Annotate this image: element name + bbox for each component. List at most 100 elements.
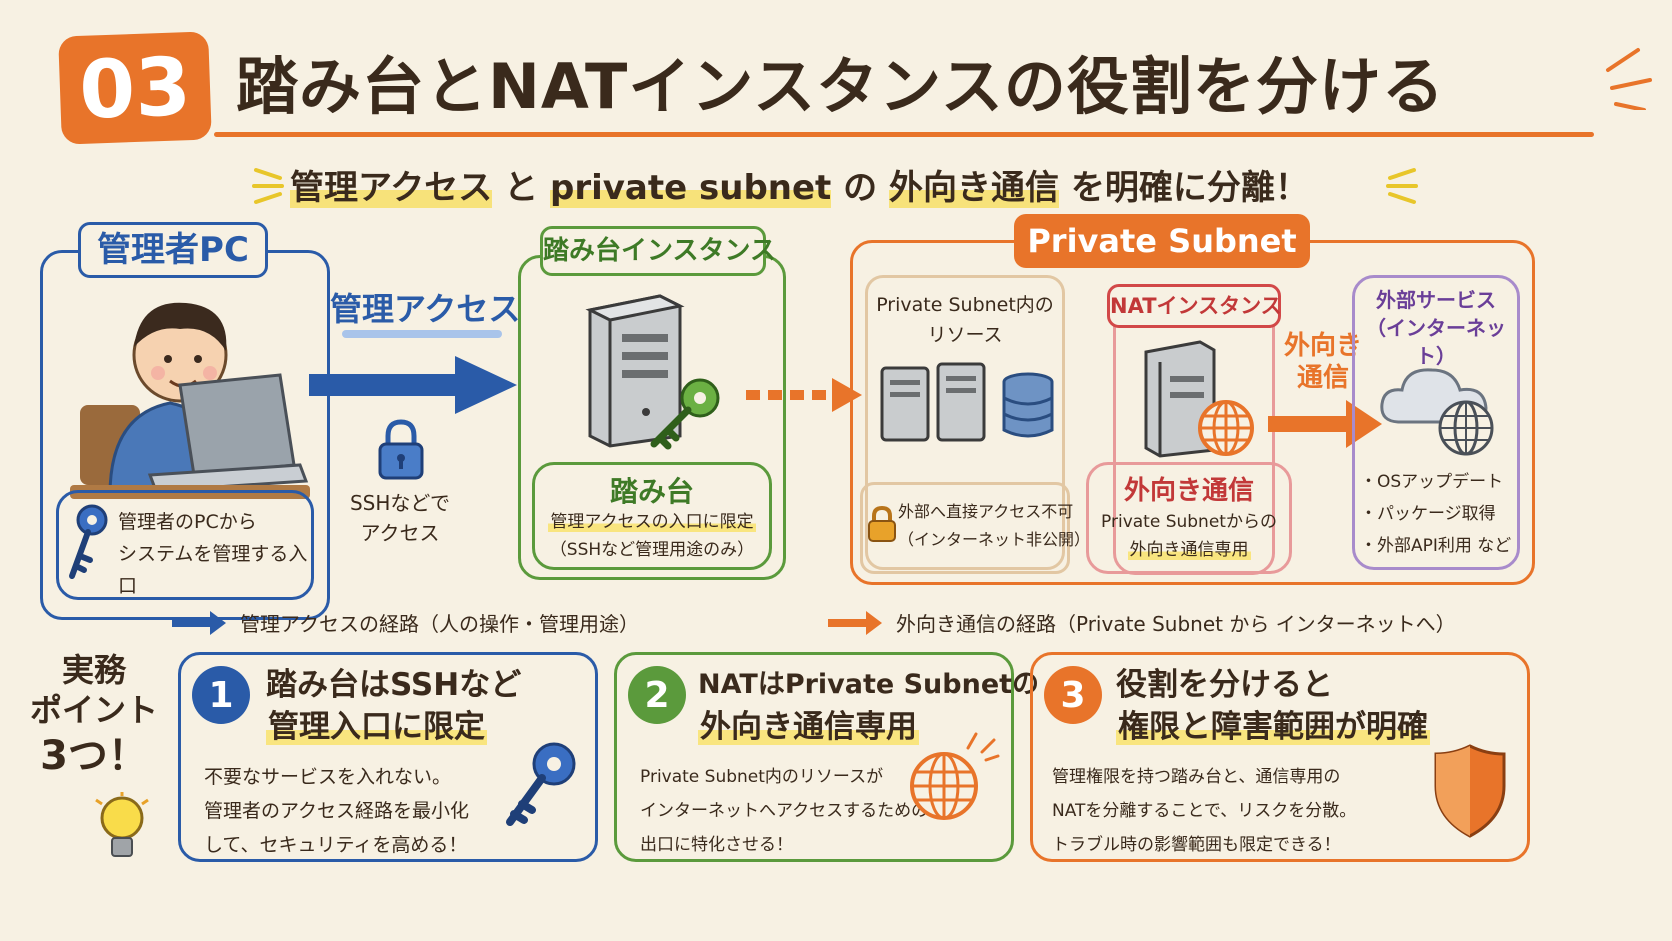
key-icon bbox=[650, 378, 720, 450]
point-2-body-line: Private Subnet内のリソースが bbox=[640, 767, 884, 787]
lock-icon bbox=[868, 505, 896, 542]
bastion-desc-line1: 管理アクセスの入口に限定 bbox=[548, 512, 756, 532]
key-icon bbox=[506, 742, 576, 826]
page-title: 踏み台とNATインスタンスの役割を分ける bbox=[236, 50, 1445, 123]
sparkle-left-icon bbox=[252, 168, 284, 204]
point-3-title-line1: 役割を分けると bbox=[1116, 667, 1333, 703]
person-laptop-illustration bbox=[70, 302, 310, 499]
bastion-desc: 管理アクセスの入口に限定 （SSHなど管理用途のみ） bbox=[532, 508, 772, 564]
server-icon bbox=[880, 362, 986, 442]
legend-outbound-path: 外向き通信の経路（Private Subnet から インターネットへ） bbox=[896, 612, 1456, 636]
point-2-title-line1: NATはPrivate Subnetの bbox=[698, 669, 1040, 700]
point-1-title-line2: 管理入口に限定 bbox=[266, 709, 487, 745]
private-resources-box bbox=[865, 275, 1065, 570]
subtitle: 管理アクセス と private subnet の 外向き通信 を明確に分離！ bbox=[290, 160, 1309, 209]
external-items: ・OSアップデート ・パッケージ取得 ・外部API利用 など bbox=[1360, 466, 1520, 562]
bastion-desc-box bbox=[532, 462, 772, 570]
point-1-title: 踏み台はSSHなど 管理入口に限定 bbox=[266, 664, 521, 748]
point-2-body-line: インターネットへアクセスするための bbox=[640, 801, 929, 821]
outbound-line2: 通信 bbox=[1296, 363, 1349, 393]
point-2-body: Private Subnet内のリソースが インターネットへアクセスするための … bbox=[640, 760, 928, 862]
admin-pc-desc: 管理者のPCから システムを管理する入口 bbox=[118, 506, 308, 602]
admin-access-underline bbox=[342, 330, 502, 338]
point-card-3 bbox=[1030, 652, 1530, 862]
admin-access-arrow bbox=[309, 356, 517, 414]
sparkle-right-icon bbox=[1386, 168, 1418, 204]
sparkle-lines-icon bbox=[1606, 48, 1652, 110]
subtitle-private-subnet: private subnet bbox=[550, 168, 832, 208]
nat-name: 外向き通信 bbox=[1123, 476, 1254, 506]
point-2-body-line: 出口に特化させる！ bbox=[640, 835, 793, 855]
admin-pc-tag: 管理者PC bbox=[78, 222, 268, 278]
subtitle-outbound: 外向き通信 bbox=[889, 168, 1060, 208]
point-1-body-line: 不要なサービスを入れない。 bbox=[204, 766, 452, 788]
points-label-line3: 3つ！ bbox=[40, 733, 148, 779]
admin-access-label: 管理アクセス bbox=[330, 290, 521, 328]
points-label: 実務 ポイント 3つ！ bbox=[24, 650, 164, 782]
outbound-line1: 外向き bbox=[1283, 331, 1362, 361]
no-direct-access-line2: （インターネット非公開） bbox=[898, 530, 1091, 549]
no-direct-access-line1: 外部へ直接アクセス不可 bbox=[898, 502, 1074, 521]
subtitle-admin-access: 管理アクセス bbox=[290, 168, 493, 208]
external-item: ・OSアップデート bbox=[1360, 472, 1504, 492]
private-subnet-tag: Private Subnet bbox=[1014, 214, 1310, 268]
lock-icon bbox=[378, 419, 424, 480]
private-resources-label: Private Subnet内の リソース bbox=[865, 290, 1065, 350]
points-label-line2: ポイント bbox=[29, 691, 158, 729]
ssh-access-note: SSHなどで アクセス bbox=[330, 488, 470, 548]
nat-desc-line1: Private Subnetからの bbox=[1101, 512, 1277, 532]
point-3-body: 管理権限を持つ踏み台と、通信専用の NATを分離することで、リスクを分散。 トラ… bbox=[1052, 760, 1356, 862]
server-icon bbox=[585, 294, 685, 448]
point-3-title-line2: 権限と障害範囲が明確 bbox=[1116, 709, 1430, 745]
sparkle-lines-icon bbox=[966, 732, 1000, 762]
private-resources-line2: リソース bbox=[927, 324, 1003, 346]
no-direct-access-note: 外部へ直接アクセス不可 （インターネット非公開） bbox=[898, 498, 1091, 554]
ssh-access-line2: アクセス bbox=[360, 521, 440, 545]
point-1-title-line1: 踏み台はSSHなど bbox=[266, 667, 522, 703]
point-3-body-line: トラブル時の影響範囲も限定できる！ bbox=[1052, 835, 1341, 855]
external-tag-line1: 外部サービス bbox=[1376, 288, 1496, 312]
database-icon bbox=[1002, 372, 1054, 438]
lightbulb-icon bbox=[95, 792, 149, 857]
point-card-2 bbox=[614, 652, 1014, 862]
nat-desc: Private Subnetからの 外向き通信専用 bbox=[1086, 508, 1292, 564]
bastion-desc-line2: （SSHなど管理用途のみ） bbox=[549, 540, 755, 560]
dotted-arrow bbox=[746, 378, 862, 412]
no-direct-access-box bbox=[860, 482, 1070, 574]
private-resources-line1: Private Subnet内の bbox=[876, 294, 1054, 316]
server-icon bbox=[1144, 340, 1216, 458]
admin-pc-desc-box bbox=[56, 490, 314, 600]
ssh-access-line1: SSHなどで bbox=[349, 491, 451, 515]
admin-pc-desc-line1: 管理者のPCから bbox=[118, 511, 257, 533]
point-number-1: 1 bbox=[192, 666, 250, 724]
bastion-name: 踏み台 bbox=[609, 475, 694, 508]
bastion-tag: 踏み台インスタンス bbox=[540, 226, 776, 276]
points-label-line1: 実務 bbox=[61, 651, 126, 689]
external-tag: 外部サービス （インターネット） bbox=[1352, 286, 1520, 370]
title-underline bbox=[214, 132, 1594, 137]
globe-icon bbox=[1198, 400, 1254, 456]
point-1-body-line: して、セキュリティを高める！ bbox=[204, 834, 468, 856]
nat-desc-box bbox=[1086, 462, 1292, 574]
subtitle-connector: と bbox=[492, 168, 550, 208]
title-number-badge: 03 bbox=[58, 31, 212, 145]
legend-orange-arrow bbox=[828, 611, 882, 635]
point-3-body-line: 管理権限を持つ踏み台と、通信専用の bbox=[1052, 767, 1341, 787]
external-item: ・パッケージ取得 bbox=[1360, 504, 1496, 524]
nat-tag: NATインスタンス bbox=[1107, 284, 1282, 328]
legend-blue-arrow bbox=[172, 611, 226, 635]
external-box bbox=[1352, 275, 1520, 570]
point-1-body-line: 管理者のアクセス経路を最小化 bbox=[204, 800, 470, 822]
point-2-title: NATはPrivate Subnetの 外向き通信専用 bbox=[698, 664, 1039, 750]
outbound-label: 外向き 通信 bbox=[1278, 330, 1368, 394]
shield-icon bbox=[1434, 744, 1506, 838]
admin-pc-desc-line2: システムを管理する入口 bbox=[118, 543, 308, 597]
point-number-3: 3 bbox=[1044, 666, 1102, 724]
point-number-2: 2 bbox=[628, 666, 686, 724]
legend-admin-path: 管理アクセスの経路（人の操作・管理用途） bbox=[240, 612, 639, 636]
cloud-icon bbox=[1380, 368, 1494, 456]
subtitle-end: を明確に分離！ bbox=[1059, 168, 1309, 208]
external-item: ・外部API利用 など bbox=[1360, 536, 1512, 556]
nat-desc-line2: 外向き通信専用 bbox=[1127, 540, 1251, 560]
external-tag-line2: （インターネット） bbox=[1366, 316, 1506, 368]
